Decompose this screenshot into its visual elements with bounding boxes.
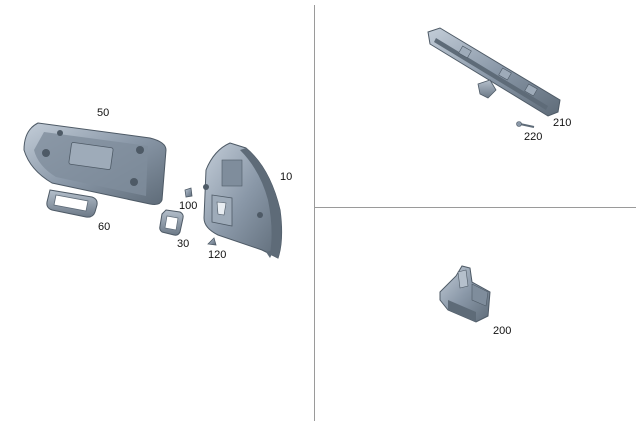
callout-200: 200 [493,325,512,337]
part-210-bracket[interactable] [427,27,561,117]
vertical-divider [314,5,315,421]
part-100-clip[interactable] [184,187,193,198]
part-30-gasket[interactable] [159,209,184,236]
callout-30: 30 [177,238,190,250]
part-60-seal[interactable] [46,189,98,218]
callout-60: 60 [98,221,111,233]
callout-10: 10 [280,171,293,183]
horizontal-divider [315,207,636,208]
part-50-lamp-cover[interactable] [23,122,167,205]
part-10-tail-lamp[interactable] [203,142,283,259]
callout-100: 100 [179,200,198,212]
part-220-screw[interactable] [516,121,535,128]
callout-210: 210 [553,117,572,129]
callout-220: 220 [524,131,543,143]
callout-50: 50 [97,107,110,119]
callout-120: 120 [208,249,227,261]
part-120-nut[interactable] [207,237,217,246]
part-200-module[interactable] [439,265,491,323]
